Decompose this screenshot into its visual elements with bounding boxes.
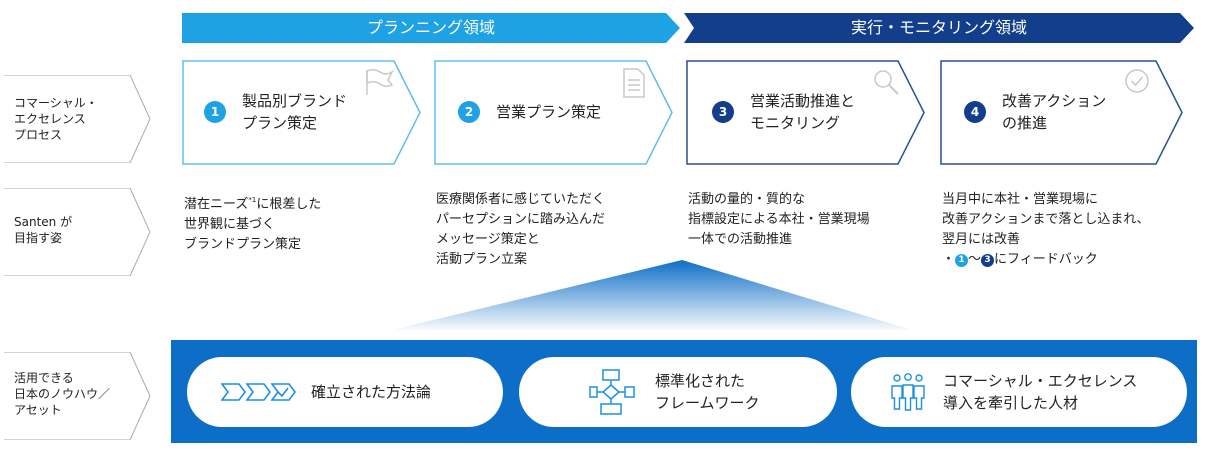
asset-label-methodology: 確立された方法論	[311, 383, 432, 401]
gradient-triangle	[392, 260, 912, 330]
step-ref-1: 1	[955, 254, 969, 267]
step-3-box: 3 営業活動推進と モニタリング	[686, 60, 926, 165]
planning-banner: プランニング領域	[182, 13, 680, 43]
asset-label-talent: コマーシャル・エクセレンス 導入を牽引した人材	[943, 372, 1138, 412]
step-4-label: 改善アクション の推進	[1002, 92, 1107, 132]
row-label-assets: 活用できる 日本のノウハウ／ アセット	[0, 352, 155, 440]
description-4-prefix: ・	[942, 252, 956, 267]
execution-banner-label: 実行・モニタリング領域	[850, 18, 1027, 37]
step-2-box: 2 営業プラン策定	[434, 60, 674, 165]
step-2-number: 2	[458, 101, 480, 123]
description-1-post: に根差した 世界観に基づく ブランドプラン策定	[184, 197, 322, 252]
asset-label-framework: 標準化された フレームワーク	[655, 372, 760, 412]
description-2: 医療関係者に感じていただく パーセプションに踏み込んだ メッセージ策定と 活動プ…	[436, 192, 606, 267]
planning-banner-label: プランニング領域	[366, 18, 495, 37]
check-circle-icon	[1125, 69, 1149, 93]
description-1: 潜在ニーズ*1に根差した 世界観に基づく ブランドプラン策定	[184, 190, 321, 255]
footnote-marker: *1	[248, 196, 257, 204]
process-chevrons-icon	[221, 383, 296, 401]
step-1-box: 1 製品別ブランド プラン策定	[182, 60, 422, 165]
flowchart-icon	[589, 369, 635, 415]
description-4: 当月中に本社・営業現場に 改善アクションまで落とし込まれ、 翌月には改善 ・1〜…	[942, 190, 1149, 270]
step-1-label: 製品別ブランド プラン策定	[242, 92, 348, 132]
row-label-process-text: コマーシャル・ エクセレンス プロセス	[14, 96, 98, 142]
row-label-goal-text: Santen が 目指す姿	[14, 215, 73, 245]
description-3: 活動の量的・質的な 指標設定による本社・営業現場 一体での活動推進	[688, 192, 870, 247]
description-4-main: 当月中に本社・営業現場に 改善アクションまで落とし込まれ、 翌月には改善	[942, 192, 1150, 247]
execution-banner: 実行・モニタリング領域	[684, 13, 1194, 43]
row-label-assets-text: 活用できる 日本のノウハウ／ アセット	[14, 371, 111, 417]
description-4-suffix: にフィードバック	[994, 252, 1098, 267]
magnifier-icon	[874, 70, 899, 95]
step-4-number: 4	[964, 101, 986, 123]
people-icon	[891, 373, 925, 411]
step-3-label: 営業活動推進と モニタリング	[750, 92, 856, 132]
document-icon	[623, 68, 645, 98]
description-1-pre: 潜在ニーズ	[184, 197, 249, 212]
row-label-goal: Santen が 目指す姿	[0, 188, 155, 276]
asset-pill-framework: 標準化された フレームワーク	[519, 357, 837, 427]
flag-icon	[366, 68, 394, 95]
step-3-number: 3	[712, 101, 734, 123]
description-4-tilde: 〜	[968, 252, 982, 267]
row-label-process: コマーシャル・ エクセレンス プロセス	[0, 75, 155, 163]
asset-pill-talent: コマーシャル・エクセレンス 導入を牽引した人材	[851, 357, 1187, 427]
step-4-box: 4 改善アクション の推進	[940, 60, 1184, 165]
asset-pill-methodology: 確立された方法論	[187, 357, 503, 427]
step-2-label: 営業プラン策定	[496, 103, 602, 121]
step-ref-3: 3	[981, 254, 995, 267]
step-1-number: 1	[204, 101, 226, 123]
